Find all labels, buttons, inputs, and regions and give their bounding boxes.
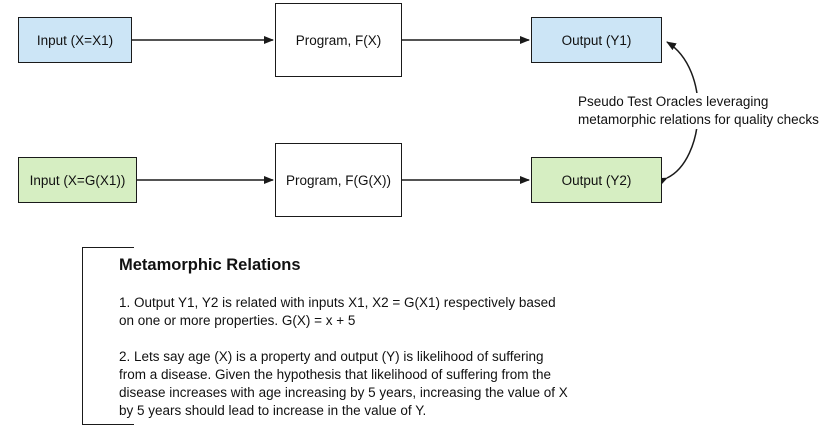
relation-item-1-line: 1. Output Y1, Y2 is related with inputs … [119,295,556,310]
relation-item-2-line: 2. Lets say age (X) is a property and ou… [119,349,544,364]
relation-item-1: 1. Output Y1, Y2 is related with inputs … [119,294,679,330]
output-y1-box: Output (Y1) [531,17,662,63]
pseudo-oracle-line-1: Pseudo Test Oracles leveraging [578,94,769,109]
pseudo-oracle-annotation: Pseudo Test Oracles leveraging metamorph… [578,93,836,129]
program-fgx-box: Program, F(G(X)) [275,143,402,217]
input-gx1-box: Input (X=G(X1)) [18,157,137,203]
output-y2-box: Output (Y2) [531,157,662,203]
program-fx-label: Program, F(X) [295,32,382,48]
note-bracket [82,247,134,425]
relation-item-2-line: disease increases with age increasing by… [119,385,568,400]
input-x1-box: Input (X=X1) [18,17,132,63]
relation-item-2-line: by 5 years should lead to increase in th… [119,403,427,418]
input-x1-label: Input (X=X1) [36,32,114,48]
input-gx1-label: Input (X=G(X1)) [29,172,126,188]
relation-item-2: 2. Lets say age (X) is a property and ou… [119,348,679,420]
output-y1-label: Output (Y1) [561,32,632,48]
relation-item-1-line: on one or more properties. G(X) = x + 5 [119,313,356,328]
relation-item-2-line: from a disease. Given the hypothesis tha… [119,367,551,382]
pseudo-oracle-line-2: metamorphic relations for quality checks [578,112,819,127]
program-fx-box: Program, F(X) [275,3,402,77]
metamorphic-relations-title: Metamorphic Relations [119,256,301,274]
output-y2-label: Output (Y2) [561,172,632,188]
program-fgx-label: Program, F(G(X)) [285,172,391,188]
